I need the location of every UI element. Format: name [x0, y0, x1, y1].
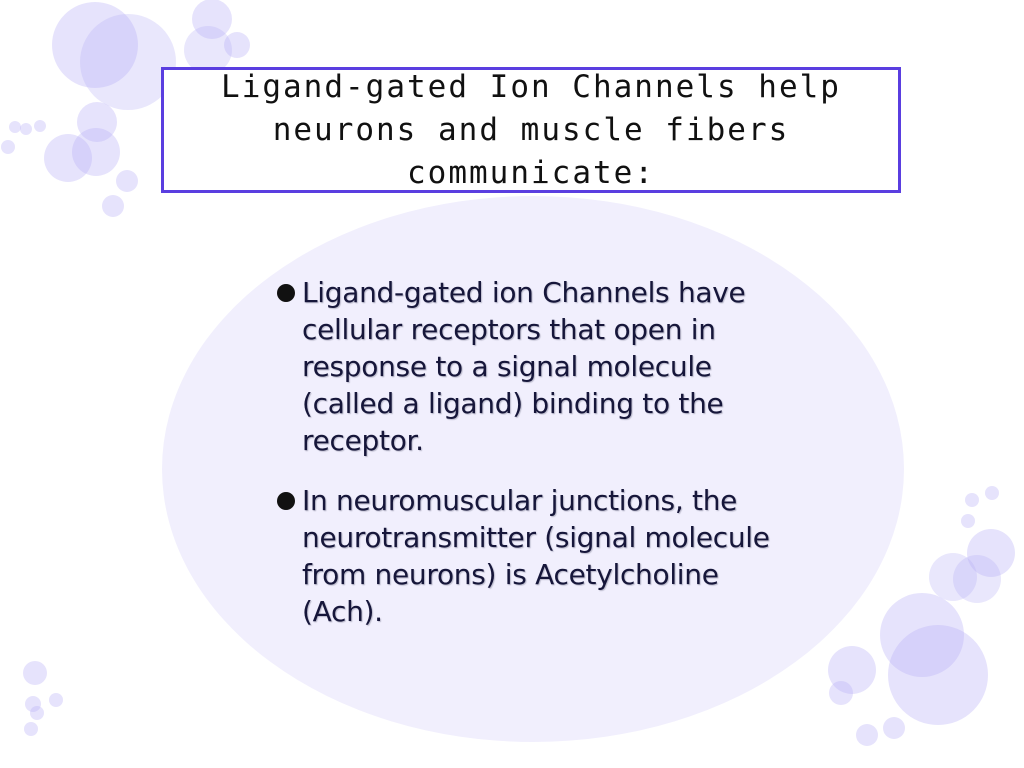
- bubble: [880, 593, 964, 677]
- bubble: [102, 195, 124, 217]
- bubble: [72, 128, 120, 176]
- bubble: [20, 123, 32, 135]
- bubble: [828, 646, 876, 694]
- bubble: [1, 140, 15, 154]
- bubble: [23, 661, 47, 685]
- bullet-dot-icon: [277, 284, 295, 302]
- title-box: Ligand-gated Ion Channels help neurons a…: [161, 67, 901, 193]
- bubble: [25, 696, 41, 712]
- bubble: [49, 693, 63, 707]
- bullet-item: In neuromuscular junctions, the neurotra…: [276, 482, 776, 630]
- slide-title: Ligand-gated Ion Channels help neurons a…: [221, 68, 841, 191]
- bubble: [829, 681, 853, 705]
- bubble: [80, 14, 176, 110]
- bubble: [52, 2, 138, 88]
- bubble: [224, 32, 250, 58]
- bullet-text: In neuromuscular junctions, the neurotra…: [302, 484, 770, 628]
- bubble: [30, 706, 44, 720]
- bubble: [192, 0, 232, 39]
- bubble: [967, 529, 1015, 577]
- bubble: [883, 717, 905, 739]
- bubble: [77, 102, 117, 142]
- bullet-item: Ligand-gated ion Channels have cellular …: [276, 274, 776, 459]
- bubble: [888, 625, 988, 725]
- bubble: [961, 514, 975, 528]
- bullet-text: Ligand-gated ion Channels have cellular …: [302, 276, 746, 457]
- bubble: [116, 170, 138, 192]
- bubble: [856, 724, 878, 746]
- bubble: [184, 26, 232, 74]
- bubble: [34, 120, 46, 132]
- bubble: [44, 134, 92, 182]
- bullet-dot-icon: [277, 492, 295, 510]
- bubble: [929, 553, 977, 601]
- bubble: [985, 486, 999, 500]
- bullet-list: Ligand-gated ion Channels have cellular …: [276, 274, 776, 630]
- bubble: [9, 121, 21, 133]
- bubble: [953, 555, 1001, 603]
- bubble: [965, 493, 979, 507]
- bubble: [24, 722, 38, 736]
